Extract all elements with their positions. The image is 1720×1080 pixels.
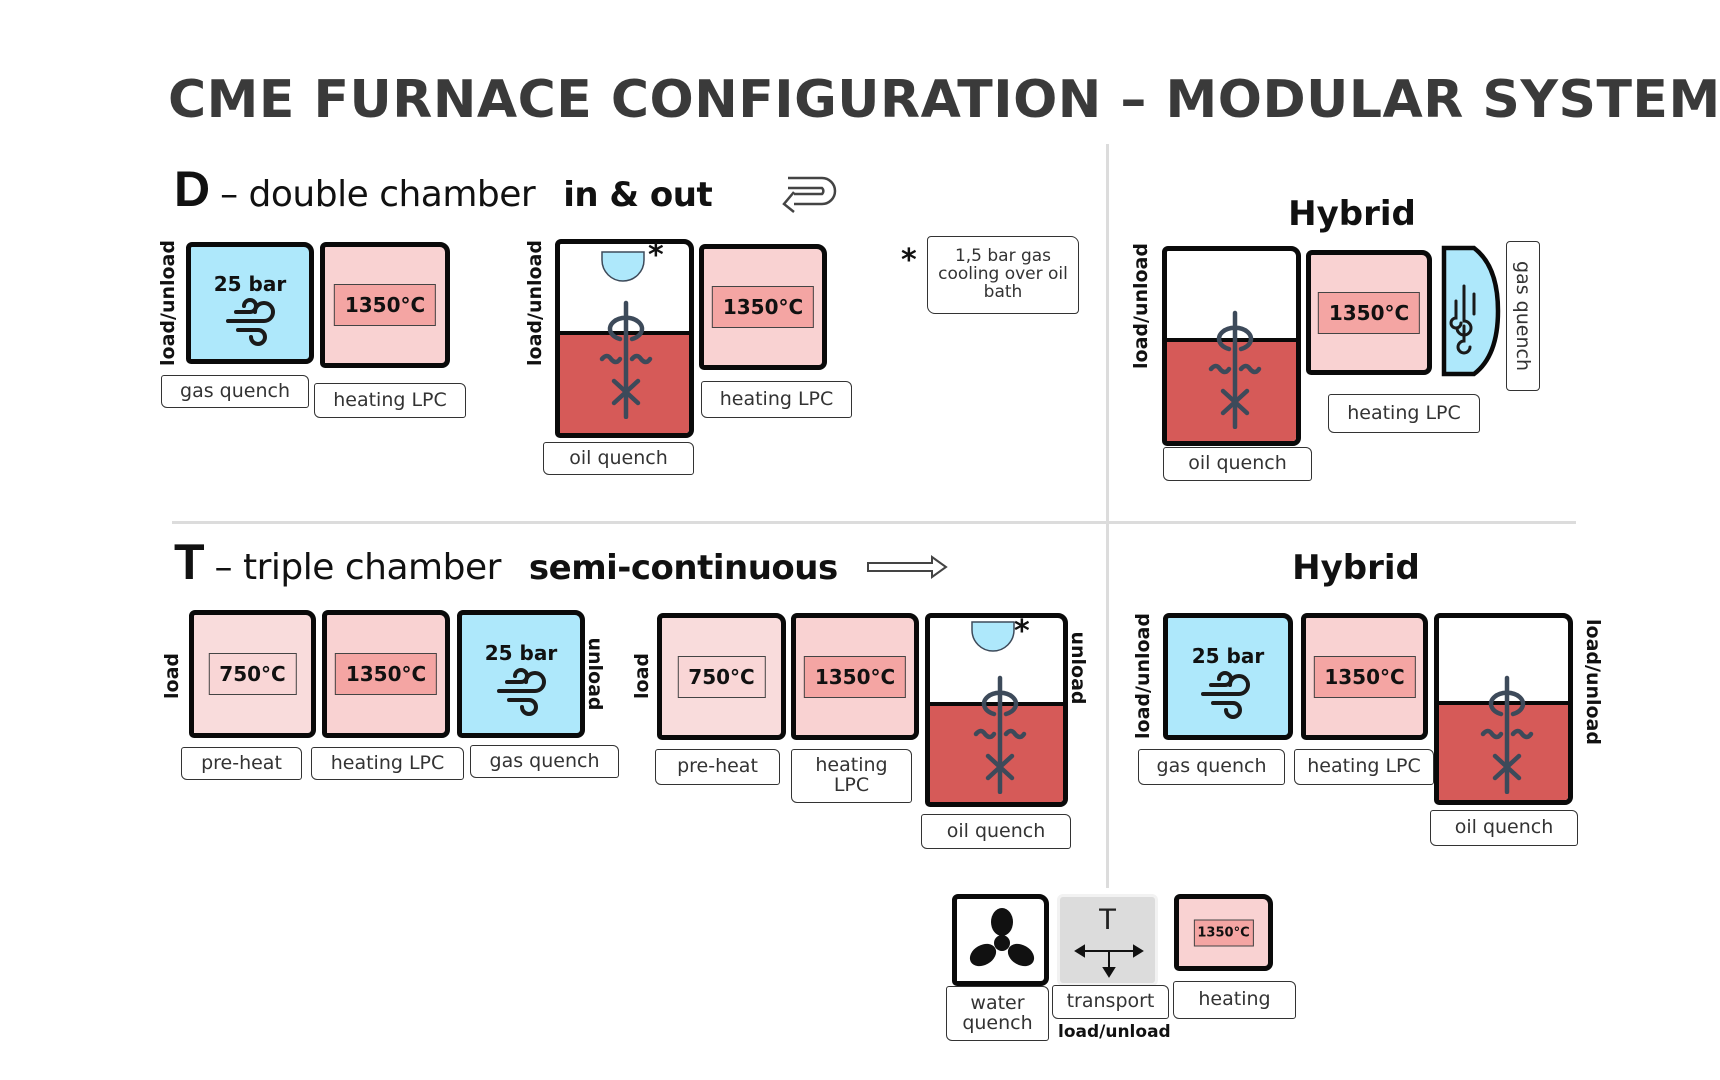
hybrid-title: Hybrid: [1288, 194, 1416, 234]
right-arrow-icon: [867, 555, 948, 579]
chamber-gas-quench-side: [1441, 245, 1501, 377]
chamber-heating: 1350°C: [791, 613, 919, 740]
section-t-heading: T – triple chamber semi-continuous: [174, 533, 838, 591]
chamber-label: heating LPC: [1328, 394, 1480, 433]
chamber-oil-quench: [1162, 246, 1301, 446]
stirrer-icon: [596, 299, 656, 419]
side-label-load-unload: load/unload: [1582, 619, 1604, 745]
legend-transport: T: [1057, 894, 1158, 986]
chamber-label: pre-heat: [181, 747, 302, 780]
chamber-oil-quench: [555, 239, 694, 438]
chamber-label: oil quench: [543, 442, 694, 475]
footnote-marker: *: [648, 238, 664, 273]
oil-bath: [930, 702, 1063, 802]
side-label-load: load: [161, 653, 183, 699]
transport-arrows-icon: [1074, 944, 1144, 978]
hybrid-title: Hybrid: [1292, 548, 1420, 588]
chamber-label: gas quench: [1512, 261, 1534, 371]
legend-sublabel: load/unload: [1058, 1022, 1171, 1042]
legend-heating: 1350°C: [1174, 894, 1273, 971]
chamber-heating: 1350°C: [1306, 250, 1432, 375]
temperature-badge: 1350°C: [1313, 655, 1416, 698]
footnote-marker: *: [1014, 614, 1030, 649]
stirrer-icon: [1477, 674, 1537, 794]
temperature-badge: 1350°C: [1193, 919, 1254, 946]
chamber-label: heating LPC: [1294, 749, 1434, 785]
pressure-label: 25 bar: [484, 640, 558, 665]
chamber-pre-heat: 750°C: [189, 610, 316, 738]
transport-symbol: T: [1098, 903, 1117, 936]
section-description: – double chamber: [220, 174, 536, 215]
chamber-label: oil quench: [1163, 447, 1312, 481]
chamber-label-vertical: gas quench: [1506, 241, 1540, 391]
chamber-pre-heat: 750°C: [657, 613, 786, 740]
oil-bath: [1167, 338, 1296, 441]
stirrer-icon: [1205, 309, 1265, 429]
side-label-load: load: [631, 653, 653, 699]
legend-label: transport: [1052, 985, 1169, 1019]
propeller-icon: [969, 908, 1035, 967]
side-label-load-unload: load/unload: [1130, 243, 1152, 369]
legend-label: water quench: [946, 986, 1049, 1041]
chamber-heating: 1350°C: [1301, 613, 1428, 740]
chamber-label: gas quench: [1138, 749, 1285, 785]
chamber-label: oil quench: [1430, 810, 1578, 846]
footnote-note: 1,5 bar gas cooling over oil bath: [927, 236, 1079, 314]
u-turn-arrow-icon: [782, 176, 837, 213]
stirrer-icon: [970, 674, 1030, 794]
vertical-divider: [1106, 144, 1109, 888]
legend-label: heating: [1173, 981, 1296, 1019]
side-label-load-unload: load/unload: [1132, 613, 1154, 739]
chamber-label: gas quench: [161, 375, 309, 408]
gas-cooling-dome-icon: [971, 621, 1015, 652]
chamber-heating: 1350°C: [699, 244, 827, 370]
section-mode: semi-continuous: [528, 548, 838, 588]
horizontal-divider: [172, 521, 1576, 524]
side-label-load-unload: load/unload: [524, 240, 546, 366]
oil-bath: [1439, 701, 1568, 800]
pressure-label: 25 bar: [1191, 643, 1265, 668]
chamber-oil-quench: [925, 613, 1068, 807]
chamber-label: heating LPC: [791, 749, 912, 803]
chamber-label: pre-heat: [655, 749, 780, 785]
temperature-badge: 1350°C: [333, 284, 437, 326]
pressure-label: 25 bar: [213, 271, 287, 296]
temperature-badge: 1350°C: [711, 286, 815, 328]
page-title: CME FURNACE CONFIGURATION – MODULAR SYST…: [168, 70, 1720, 130]
chamber-label: oil quench: [921, 814, 1071, 849]
chamber-heating: 1350°C: [320, 242, 450, 368]
wind-icon: [223, 297, 285, 347]
side-label-unload: unload: [584, 637, 606, 711]
temperature-badge: 1350°C: [803, 655, 907, 698]
chamber-gas-quench: 25 bar: [186, 242, 314, 364]
section-description: – triple chamber: [214, 547, 502, 588]
section-letter: T: [174, 534, 205, 590]
side-label-load-unload: load/unload: [157, 240, 179, 366]
wind-icon: [494, 667, 556, 717]
section-mode: in & out: [563, 175, 713, 215]
wind-icon: [1449, 284, 1476, 355]
gas-cooling-dome-icon: [601, 251, 645, 282]
temperature-badge: 1350°C: [1317, 291, 1421, 334]
temperature-badge: 750°C: [208, 653, 297, 695]
footnote-marker: *: [901, 243, 917, 278]
section-letter: D: [174, 161, 211, 217]
wind-icon: [1198, 670, 1260, 720]
chamber-label: heating LPC: [311, 747, 464, 780]
chamber-label: gas quench: [470, 745, 619, 778]
chamber-gas-quench: 25 bar: [1163, 613, 1293, 740]
chamber-heating: 1350°C: [322, 610, 450, 738]
legend-water-quench: [952, 894, 1049, 986]
side-label-unload: unload: [1067, 631, 1089, 705]
section-d-heading: D – double chamber in & out: [174, 160, 713, 218]
chamber-oil-quench: [1434, 613, 1573, 805]
temperature-badge: 750°C: [677, 655, 766, 698]
temperature-badge: 1350°C: [334, 653, 438, 695]
chamber-gas-quench: 25 bar: [457, 610, 585, 738]
chamber-label: heating LPC: [701, 381, 852, 418]
chamber-label: heating LPC: [314, 383, 466, 418]
